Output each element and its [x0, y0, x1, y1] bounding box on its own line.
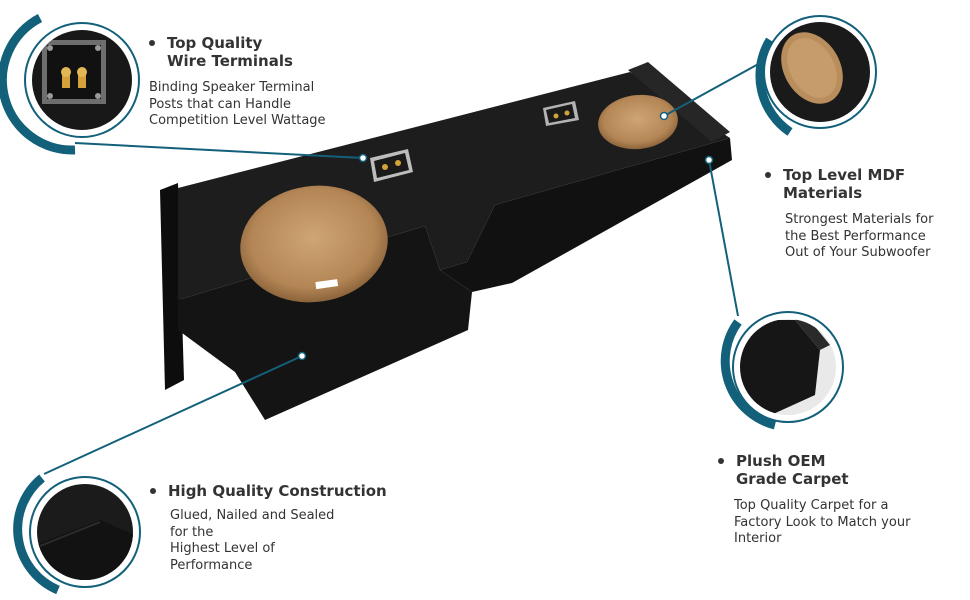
- feature-title: Top Level MDF Materials: [765, 166, 970, 202]
- feature-desc-line: Top Quality Carpet for a: [734, 498, 889, 513]
- feature-description: Glued, Nailed and Sealed for the Highest…: [170, 508, 390, 574]
- construction-callout: [13, 474, 141, 595]
- feature-desc-line: Strongest Materials for: [785, 212, 934, 227]
- bullet-icon: [765, 172, 771, 178]
- feature-description: Binding Speaker Terminal Posts that can …: [149, 80, 389, 130]
- feature-title-line: Top Quality: [167, 34, 263, 52]
- feature-title-line: Plush OEM: [736, 452, 826, 470]
- feature-desc-line: Out of Your Subwoofer: [785, 245, 931, 260]
- feature-desc-line: Competition Level Wattage: [149, 113, 326, 128]
- feature-desc-line: Interior: [734, 531, 782, 546]
- feature-desc-line: Performance: [170, 557, 253, 573]
- wire-terminal-callout: [0, 14, 140, 155]
- feature-desc-line: the Best Performance: [785, 228, 926, 244]
- feature-title-line: Top Level MDF Materials: [783, 166, 906, 202]
- feature-construction: High Quality Construction Glued, Nailed …: [150, 482, 390, 574]
- feature-desc-line: Highest Level of: [170, 541, 275, 556]
- feature-desc-line: Glued, Nailed and Sealed: [170, 508, 335, 523]
- callout-dots: [297, 111, 714, 361]
- feature-desc-line: Posts that can Handle: [149, 96, 291, 112]
- feature-title-line: Grade Carpet: [736, 470, 849, 488]
- feature-carpet: Plush OEM Grade Carpet Top Quality Carpe…: [718, 452, 958, 548]
- bullet-icon: [149, 40, 155, 46]
- mdf-callout: [755, 15, 877, 136]
- callout-lines: [43, 61, 763, 475]
- carpet-callout: [720, 311, 844, 430]
- feature-title: Top Quality Wire Terminals: [149, 34, 389, 70]
- feature-title-line: High Quality Construction: [168, 482, 387, 500]
- feature-title-line: Wire Terminals: [167, 52, 293, 70]
- terminal-plate-2: [543, 101, 579, 126]
- feature-mdf-materials: Top Level MDF Materials Strongest Materi…: [765, 166, 970, 262]
- feature-title: Plush OEM Grade Carpet: [718, 452, 958, 488]
- bullet-icon: [150, 488, 156, 494]
- speaker-opening-right: [598, 94, 678, 150]
- speaker-opening-left: [240, 185, 388, 303]
- feature-desc-line: for the: [170, 524, 214, 540]
- feature-description: Strongest Materials for the Best Perform…: [785, 212, 970, 262]
- feature-title: High Quality Construction: [150, 482, 390, 500]
- bullet-icon: [718, 458, 724, 464]
- feature-desc-line: Factory Look to Match your: [734, 514, 911, 530]
- feature-description: Top Quality Carpet for a Factory Look to…: [734, 498, 958, 548]
- feature-wire-terminals: Top Quality Wire Terminals Binding Speak…: [149, 34, 389, 130]
- feature-desc-line: Binding Speaker Terminal: [149, 80, 315, 95]
- subwoofer-enclosure: [160, 62, 732, 420]
- terminal-plate: [370, 149, 413, 182]
